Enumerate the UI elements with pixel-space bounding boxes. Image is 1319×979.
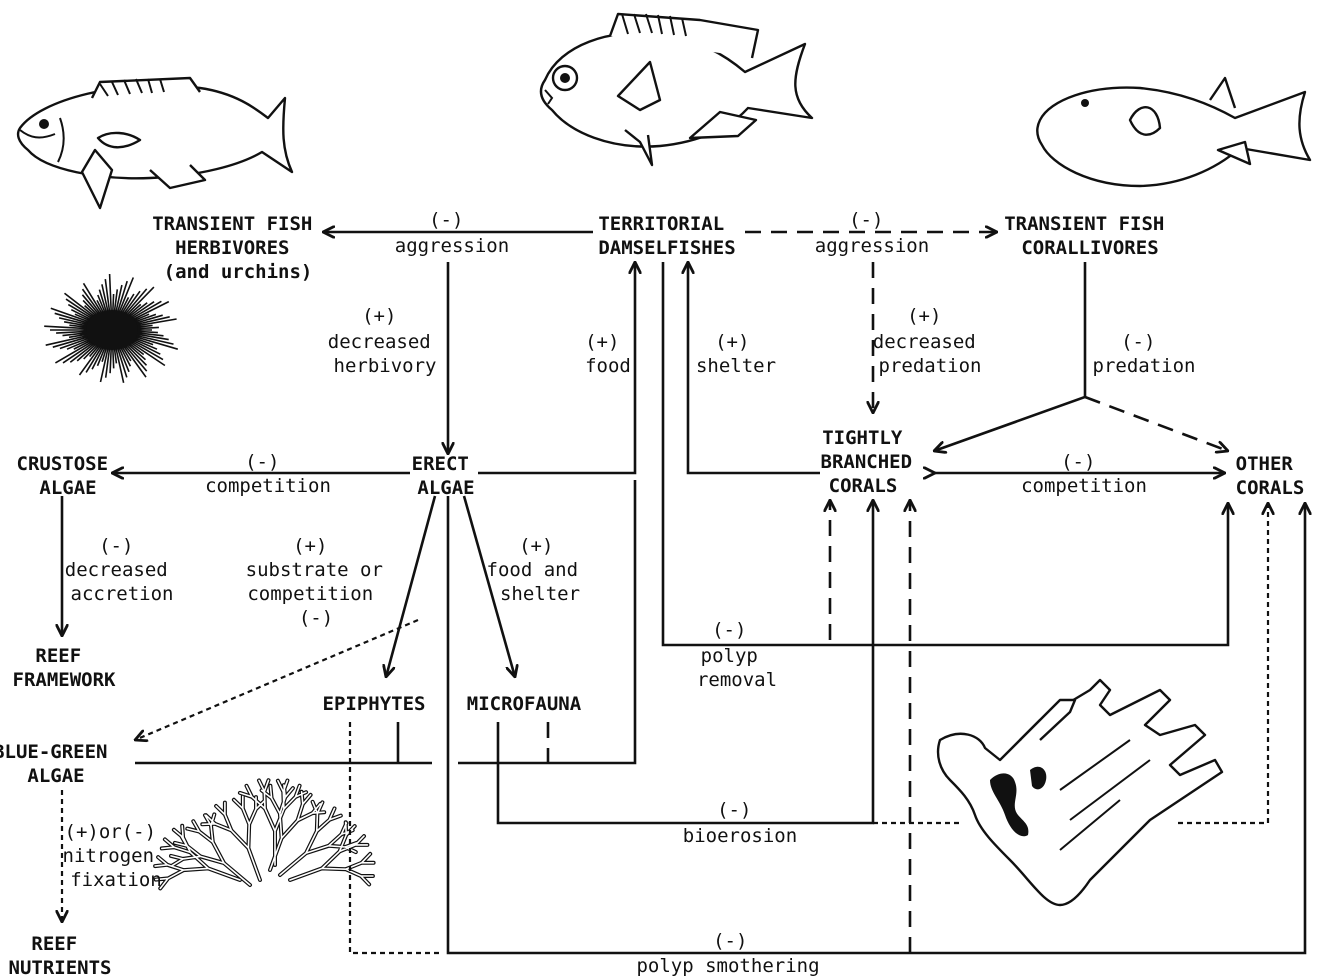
node-crustose-algae: CRUSTOSE ALGAE <box>17 453 120 499</box>
label-substrate-competition: (+) substrate or competition (-) <box>246 535 395 629</box>
label-decreased-predation: (+) decreased predation <box>873 305 987 377</box>
label-predation: (-) predation <box>1093 331 1196 377</box>
node-other-corals: OTHER CORALS <box>1236 453 1305 499</box>
node-reef-nutrients: REEF NUTRIENTS <box>9 933 112 979</box>
pufferfish-illustration <box>1037 78 1310 186</box>
label-food: (+) food <box>585 331 631 377</box>
label-decreased-herbivory: (+) decreased herbivory <box>328 305 442 377</box>
node-microfauna: MICROFAUNA <box>467 693 582 715</box>
node-herbivores: TRANSIENT FISH HERBIVORES (and urchins) <box>152 213 324 283</box>
branching-coral-illustration <box>155 780 374 888</box>
parrotfish-illustration <box>18 78 292 208</box>
node-damselfishes: TERRITORIAL DAMSELFISHES <box>598 213 735 259</box>
node-reef-framework: REEF FRAMEWORK <box>13 645 117 691</box>
staghorn-coral-illustration <box>938 680 1222 905</box>
label-food-and-shelter: (+) food and shelter <box>487 535 590 605</box>
node-erect-algae: ERECT ALGAE <box>412 453 481 499</box>
sea-urchin-illustration <box>44 274 178 383</box>
node-blue-green-algae: BLUE-GREEN ALGAE <box>0 741 119 787</box>
node-tightly-branched-corals: TIGHTLY BRANCHED CORALS <box>821 427 924 497</box>
label-decreased-accretion: (-) decreased accretion <box>65 535 179 605</box>
label-polyp-removal: (-) polyp removal <box>697 619 777 691</box>
node-labels: TRANSIENT FISH HERBIVORES (and urchins) … <box>0 213 1304 979</box>
node-corallivores: TRANSIENT FISH CORALLIVORES <box>1004 213 1176 259</box>
label-nitrogen-fixation: (+)or(-) nitrogen fixation <box>63 821 168 891</box>
node-epiphytes: EPIPHYTES <box>323 693 426 715</box>
damselfish-illustration <box>541 14 812 165</box>
label-shelter: (+) shelter <box>696 331 776 377</box>
